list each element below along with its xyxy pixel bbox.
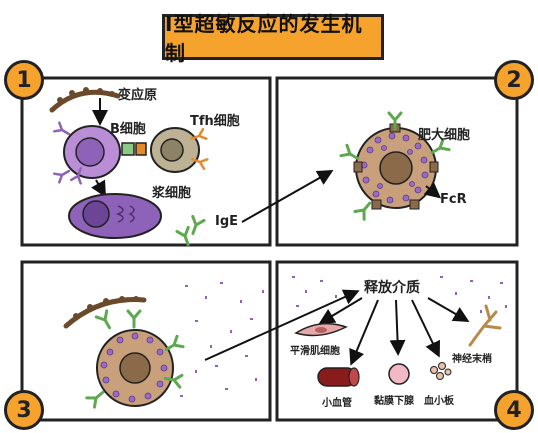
tfh-cell [150, 127, 209, 173]
release-arrows [318, 297, 470, 366]
gland-label: 黏膜下腺 [374, 396, 414, 407]
mediator-label: 释放介质 [364, 280, 420, 296]
nerve-ending [468, 304, 502, 347]
allergen-chain-panel3 [63, 296, 147, 329]
arrow-bcell-to-plasma [91, 179, 106, 198]
mediator-particles-panel3 [180, 282, 264, 397]
nerve-ending-label: 神经末梢 [452, 354, 492, 365]
fcr-label: FcR [440, 192, 467, 207]
step-badge-3: 3 [4, 390, 44, 430]
platelet-label: 血小板 [424, 396, 454, 407]
submucosal-gland [388, 363, 410, 385]
step-badge-2: 2 [494, 60, 534, 100]
mast-cell-label: 肥大细胞 [418, 128, 471, 143]
b-cell [53, 121, 121, 185]
arrow-panel3-to-panel4 [204, 289, 360, 361]
vessel-label: 小血管 [322, 398, 352, 409]
smooth-muscle-label: 平滑肌细胞 [290, 346, 340, 357]
plasma-cell [68, 193, 162, 239]
mast-cell [339, 111, 451, 221]
b-cell-tfh-contact [121, 142, 147, 156]
title-box: I型超敏反应的发生机制 [162, 12, 384, 65]
b-cell-label: B细胞 [110, 122, 146, 137]
arrow-to-fcr [423, 182, 442, 199]
plasma-cell-label: 浆细胞 [152, 186, 192, 201]
step-badge-1: 1 [4, 60, 44, 100]
mediator-particles-panel4 [292, 276, 507, 313]
page-title: I型超敏反应的发生机制 [165, 12, 363, 65]
smooth-muscle-cell [294, 322, 348, 337]
small-vessel [317, 367, 360, 387]
allergen-chain [49, 87, 121, 113]
ige-label: IgE [215, 214, 239, 229]
allergen-label: 变应原 [118, 88, 158, 103]
degranulating-mast-cell [85, 309, 185, 409]
tfh-cell-label: Tfh细胞 [190, 114, 240, 129]
step-badge-4: 4 [494, 390, 534, 430]
platelets [430, 362, 452, 380]
arrow-panel1-to-panel2 [241, 170, 334, 223]
